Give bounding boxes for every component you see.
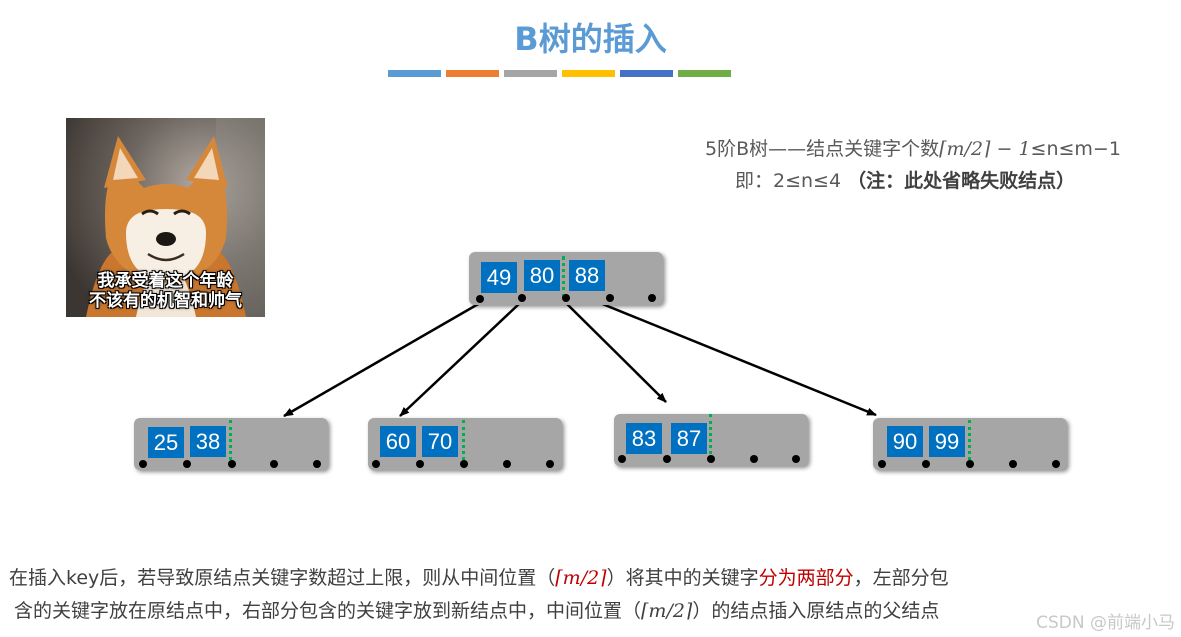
tree-child-node-2: 60 70: [368, 418, 562, 470]
explanation-1c: ，左部分包: [853, 567, 949, 589]
pointer-dot: [476, 295, 484, 303]
explanation-2b: ）的结点插入原结点的父结点: [692, 600, 940, 622]
pointer-dot: [1009, 460, 1017, 468]
csdn-watermark: CSDN @前端小马: [1036, 613, 1175, 633]
tree-child-node-4: 90 99: [873, 418, 1067, 470]
pointer-dot: [372, 460, 380, 468]
rule-line-1: 5阶B树——结点关键字个数⌈m/2⌉ − 1≤n≤m−1: [705, 134, 1121, 161]
pointer-dot: [1052, 460, 1060, 468]
child2-key-2: 70: [422, 426, 458, 457]
tree-root-node: 49 80 88: [469, 252, 663, 305]
explanation-line-1: 在插入key后，若导致原结点关键字数超过上限，则从中间位置（⌈m/2⌉）将其中的…: [9, 563, 949, 590]
rule-line-2-note: （注：此处省略失败结点）: [847, 170, 1076, 192]
pointer-dot: [878, 460, 886, 468]
explanation-2a: 含的关键字放在原结点中，右部分包含的关键字放到新结点中，中间位置（: [14, 600, 642, 622]
rule-line-2: 即：2≤n≤4 （注：此处省略失败结点）: [735, 166, 1075, 193]
pointer-dot: [460, 460, 468, 468]
meme-caption-line2: 不该有的机智和帅气: [89, 291, 242, 311]
node-separator: [562, 256, 565, 298]
pointer-dot: [313, 460, 321, 468]
rule-line-2-prefix: 即：2≤n≤4: [735, 170, 842, 192]
shiba-dog-picture: [66, 118, 265, 317]
meme-caption-line1: 我承受着这个年龄: [97, 271, 234, 291]
pointer-dot: [648, 294, 656, 302]
edge-root-to-child-4: [599, 301, 877, 417]
child3-key-1: 83: [626, 423, 662, 454]
pointer-dot: [562, 294, 570, 302]
child2-key-1: 60: [380, 426, 416, 457]
explanation-1b: ）将其中的关键字: [606, 567, 759, 589]
root-key-1: 49: [481, 262, 517, 293]
child4-key-2: 99: [929, 426, 965, 457]
slide-title: B树的插入: [514, 20, 667, 58]
explanation-line-2: 含的关键字放在原结点中，右部分包含的关键字放到新结点中，中间位置（⌈m/2⌉）的…: [14, 596, 939, 623]
pointer-dot: [663, 455, 671, 463]
explanation-1-formula: ⌈m/2⌉: [555, 567, 607, 589]
title-bar: [678, 70, 731, 77]
edge-root-to-child-1: [283, 301, 481, 418]
pointer-dot: [518, 294, 526, 302]
explanation-2-formula: ⌈m/2⌉: [641, 600, 693, 622]
pointer-dot: [183, 460, 191, 468]
pointer-dot: [922, 460, 930, 468]
pointer-dot: [966, 460, 974, 468]
node-separator: [968, 420, 971, 460]
tree-child-node-1: 25 38: [134, 418, 328, 470]
node-separator: [709, 414, 712, 454]
title-bar: [446, 70, 499, 77]
pointer-dot: [546, 460, 554, 468]
root-key-3: 88: [569, 260, 605, 291]
pointer-dot: [416, 460, 424, 468]
pointer-dot: [618, 455, 626, 463]
root-key-2: 80: [524, 260, 560, 291]
edge-root-to-child-2: [399, 302, 521, 417]
rule-line-1-suffix: ≤n≤m−1: [1030, 138, 1121, 160]
child3-key-2: 87: [671, 423, 707, 454]
title-bar: [388, 70, 441, 77]
rule-line-1-formula: ⌈m/2⌉ − 1: [939, 138, 1031, 160]
edge-root-to-child-3: [565, 302, 667, 403]
pointer-dot: [707, 455, 715, 463]
pointer-dot: [503, 460, 511, 468]
explanation-1a: 在插入key后，若导致原结点关键字数超过上限，则从中间位置（: [9, 567, 556, 589]
title-bar: [504, 70, 557, 77]
child1-key-1: 25: [148, 427, 184, 458]
explanation-highlight: 分为两部分: [758, 567, 854, 589]
child1-key-2: 38: [190, 426, 226, 457]
pointer-dot: [750, 455, 758, 463]
pointer-dot: [270, 460, 278, 468]
title-bar: [620, 70, 673, 77]
shiba-meme-image: 我承受着这个年龄 不该有的机智和帅气: [66, 118, 265, 317]
rule-line-1-prefix: 5阶B树——结点关键字个数: [705, 138, 940, 160]
pointer-dot: [792, 455, 800, 463]
title-underline-bars: [388, 70, 731, 77]
pointer-dot: [228, 460, 236, 468]
node-separator: [229, 420, 232, 460]
pointer-dot: [139, 460, 147, 468]
title-bar: [562, 70, 615, 77]
pointer-dot: [606, 294, 614, 302]
tree-child-node-3: 83 87: [614, 414, 808, 466]
node-separator: [462, 420, 465, 460]
child4-key-1: 90: [887, 426, 923, 457]
